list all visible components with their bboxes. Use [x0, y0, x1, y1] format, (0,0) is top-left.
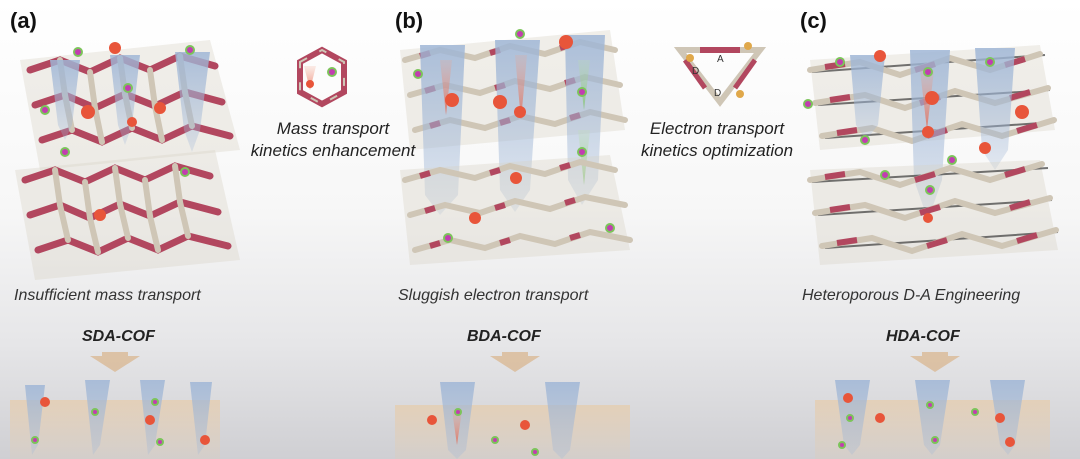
panel-a-label: (a)	[10, 8, 37, 33]
inset-pore-hexagon	[297, 46, 347, 108]
panel-b-lower-layer	[400, 155, 633, 265]
acceptor-letter: A	[717, 54, 724, 65]
transition-text-electron: Electron transport kinetics optimization	[632, 118, 802, 162]
panel-a-caption: Insufficient mass transport	[14, 287, 201, 304]
panel-c-label: (c)	[800, 8, 827, 33]
transition-mass-line2: kinetics enhancement	[250, 141, 416, 160]
panel-c-lower-layer	[807, 160, 1059, 265]
panel-c-cof-name: HDA-COF	[886, 328, 960, 345]
panel-b-bottom-structure	[395, 382, 630, 459]
transition-electron-line2: kinetics optimization	[640, 141, 794, 160]
panel-b-down-arrow	[490, 352, 540, 372]
inset-donor-acceptor-triangle: A D D	[673, 42, 767, 107]
panel-b-cof-name: BDA-COF	[467, 328, 541, 345]
panel-a-bottom-structure	[10, 380, 220, 459]
panel-a-cof-name: SDA-COF	[82, 328, 155, 345]
transition-mass-line1: Mass transport	[276, 119, 390, 138]
panel-c-down-arrow	[910, 352, 960, 372]
panel-b-caption: Sluggish electron transport	[398, 287, 589, 304]
donor-letter-left: D	[692, 66, 699, 77]
panel-c-bottom-structure	[815, 380, 1050, 459]
panel-c-caption: Heteroporous D-A Engineering	[802, 287, 1021, 304]
panel-a-particles	[40, 42, 195, 221]
transition-text-mass: Mass transport kinetics enhancement	[248, 118, 418, 162]
panel-b-particles	[413, 29, 615, 243]
panel-c-particles	[803, 50, 1029, 223]
panel-a-down-arrow	[90, 352, 140, 372]
donor-letter-bottom: D	[714, 88, 721, 99]
transition-electron-line1: Electron transport	[649, 119, 785, 138]
panel-b-label: (b)	[395, 8, 424, 33]
panel-a-channels	[50, 52, 210, 152]
panel-a-lower-layer	[15, 150, 240, 280]
